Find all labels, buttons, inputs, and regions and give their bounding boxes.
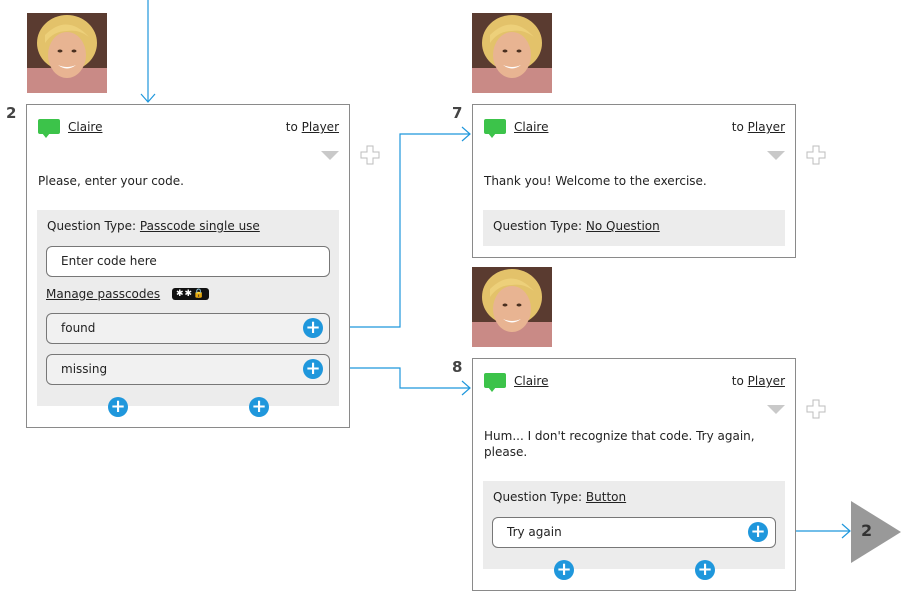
add-option-plus-icon[interactable]: +	[695, 560, 715, 580]
avatar-claire	[27, 13, 107, 93]
avatar-photo	[27, 13, 107, 93]
add-link-plus-icon[interactable]: +	[303, 318, 323, 338]
collapse-caret-icon[interactable]	[767, 405, 785, 414]
avatar-photo	[472, 267, 552, 347]
speaker-name[interactable]: Claire	[514, 374, 549, 388]
add-option-plus-icon[interactable]: +	[108, 397, 128, 417]
add-node-plus-icon[interactable]	[360, 145, 380, 165]
add-link-plus-icon[interactable]: +	[303, 359, 323, 379]
question-type-label: Question Type:	[47, 219, 137, 233]
message-text: Thank you! Welcome to the exercise.	[484, 174, 707, 188]
dialogue-node-2[interactable]: Claire to Player Please, enter your code…	[26, 104, 350, 428]
question-type: Question Type: Passcode single use	[47, 219, 260, 233]
message-line: Hum... I don't recognize that code. Try …	[484, 429, 755, 443]
node-number: 7	[452, 104, 463, 122]
chat-bubble-icon	[484, 373, 506, 392]
question-type-value[interactable]: No Question	[585, 219, 660, 233]
recipient-link[interactable]: Player	[301, 120, 339, 134]
message-line: please.	[484, 445, 528, 459]
question-type: Question Type: No Question	[493, 219, 660, 233]
question-type: Question Type: Button	[493, 490, 626, 504]
to-prefix: to	[731, 374, 744, 388]
add-node-plus-icon[interactable]	[806, 399, 826, 419]
add-option-plus-icon[interactable]: +	[554, 560, 574, 580]
message-text: Hum... I don't recognize that code. Try …	[484, 428, 755, 460]
recipient-link[interactable]: Player	[747, 374, 785, 388]
goto-node-marker[interactable]: 2	[851, 501, 903, 563]
passcode-badge-icon: ✱✱🔒	[172, 288, 210, 300]
chat-bubble-icon	[38, 119, 60, 138]
recipient: to Player	[732, 120, 785, 134]
message-text: Please, enter your code.	[38, 174, 184, 188]
question-type-value[interactable]: Button	[585, 490, 627, 504]
question-type-value[interactable]: Passcode single use	[139, 219, 260, 233]
avatar-claire	[472, 13, 552, 93]
question-panel: Question Type: Passcode single use Enter…	[37, 210, 339, 406]
avatar-photo	[472, 13, 552, 93]
node-number: 8	[452, 358, 463, 376]
collapse-caret-icon[interactable]	[321, 151, 339, 160]
recipient: to Player	[286, 120, 339, 134]
dialogue-node-7[interactable]: Claire to Player Thank you! Welcome to t…	[472, 104, 796, 258]
goto-node-number: 2	[861, 521, 873, 540]
question-type-label: Question Type:	[493, 219, 583, 233]
chat-bubble-icon	[484, 119, 506, 138]
dialogue-node-8[interactable]: Claire to Player Hum... I don't recogniz…	[472, 358, 796, 591]
recipient: to Player	[732, 374, 785, 388]
add-option-plus-icon[interactable]: +	[249, 397, 269, 417]
add-node-plus-icon[interactable]	[806, 145, 826, 165]
recipient-link[interactable]: Player	[747, 120, 785, 134]
speaker-name[interactable]: Claire	[514, 120, 549, 134]
add-link-plus-icon[interactable]: +	[748, 522, 768, 542]
passcode-input[interactable]: Enter code here	[46, 246, 330, 277]
option-try-again[interactable]: Try again	[492, 517, 776, 548]
question-panel: Question Type: Button Try again +	[483, 481, 785, 569]
avatar-claire	[472, 267, 552, 347]
question-type-label: Question Type:	[493, 490, 583, 504]
to-prefix: to	[285, 120, 298, 134]
goto-triangle-icon	[851, 501, 901, 563]
option-found[interactable]: found	[46, 313, 330, 344]
collapse-caret-icon[interactable]	[767, 151, 785, 160]
question-panel: Question Type: No Question	[483, 210, 785, 246]
node-number: 2	[6, 104, 17, 122]
option-missing[interactable]: missing	[46, 354, 330, 385]
to-prefix: to	[731, 120, 744, 134]
speaker-name[interactable]: Claire	[68, 120, 103, 134]
manage-passcodes-link[interactable]: Manage passcodes	[46, 287, 161, 301]
